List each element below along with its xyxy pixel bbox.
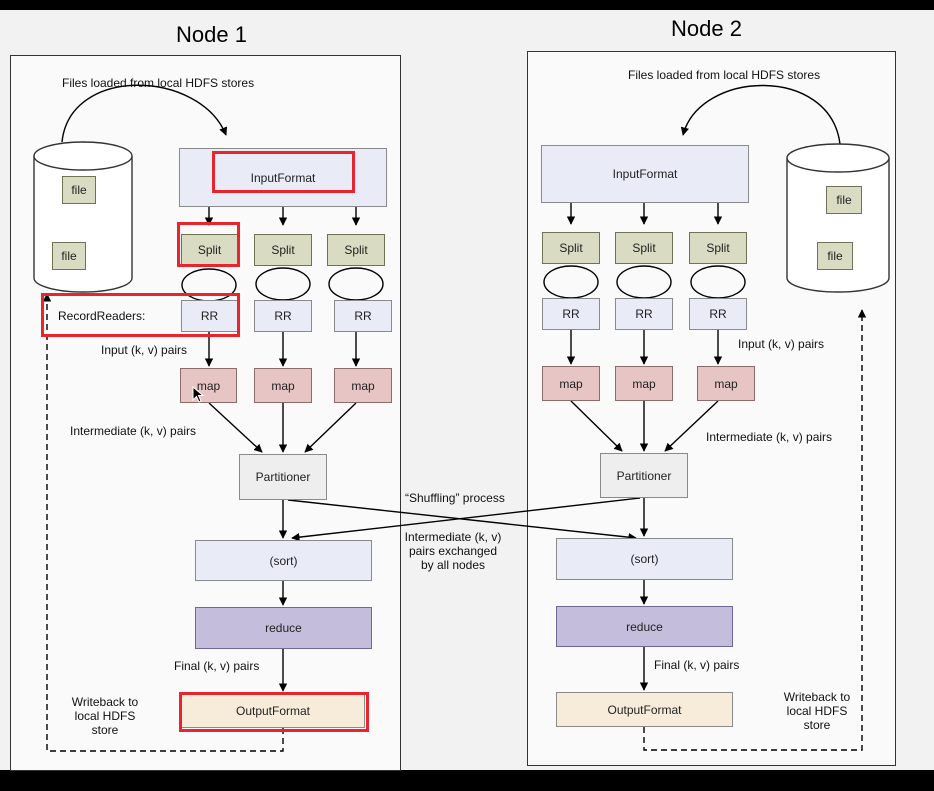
node1-final-pairs-label: Final (k, v) pairs: [174, 659, 260, 673]
node1-input-pairs-label: Input (k, v) pairs: [101, 343, 188, 357]
node2-load-arrow: [680, 84, 841, 145]
node1-record-readers-label: RecordReaders:: [58, 309, 146, 323]
node1-split-2: Split: [254, 234, 312, 266]
node2-partitioner: Partitioner: [600, 453, 688, 498]
node2-writeback-arrow: [643, 309, 867, 751]
connector-layer: [33, 84, 890, 752]
node1-partitioner: Partitioner: [239, 454, 327, 500]
node1-load-arrow: [61, 84, 228, 143]
mouse-cursor-icon: [192, 386, 205, 403]
diagram-canvas: Node 1 Files loaded from local HDFS stor…: [0, 10, 934, 771]
node2-files-caption: Files loaded from local HDFS stores: [628, 68, 821, 82]
shuffle-arrow-2-to-1: [291, 497, 641, 542]
node2-map-3: map: [697, 366, 755, 401]
node1-rr-3: RR: [334, 300, 392, 332]
node2-file-a: file: [826, 186, 862, 214]
node1-map-3: map: [334, 368, 392, 403]
highlight-split: [177, 222, 240, 267]
node2-split-1: Split: [542, 232, 600, 264]
node1-files-caption: Files loaded from local HDFS stores: [62, 76, 255, 90]
node2-title: Node 2: [671, 16, 742, 41]
node1-writeback-label: Writeback to local HDFS store: [71, 695, 139, 737]
node1-reduce: reduce: [195, 607, 372, 649]
node1-split-3: Split: [327, 234, 385, 266]
node1-map-2: map: [254, 368, 312, 403]
node1-file-a: file: [62, 176, 96, 204]
node2-final-pairs-label: Final (k, v) pairs: [654, 658, 740, 672]
shuffle-title: “Shuffling” process: [405, 491, 505, 505]
node2-rr-3: RR: [689, 298, 747, 330]
node1-split-1: Split: [181, 234, 238, 266]
highlight-record-readers: [41, 293, 240, 337]
node2-split-3: Split: [689, 232, 747, 264]
node2-split-2: Split: [615, 232, 673, 264]
highlight-output-format: [179, 692, 369, 732]
node2-map-2: map: [615, 366, 673, 401]
node2-sort: (sort): [556, 538, 733, 580]
node1-writeback-arrow: [42, 293, 284, 752]
node2-rr-2: RR: [615, 298, 673, 330]
node1-rr-1: RR: [181, 300, 238, 332]
shuffle-description: Intermediate (k, v) pairs exchanged by a…: [404, 530, 502, 572]
node1-rr-2: RR: [254, 300, 312, 332]
node1-map-1: map: [180, 368, 237, 403]
node2-file-b: file: [817, 242, 853, 270]
node2-hdfs-disk: [786, 143, 890, 293]
node2-input-pairs-label: Input (k, v) pairs: [738, 337, 825, 351]
node2-output-format: OutputFormat: [556, 692, 733, 727]
node2-map-1: map: [542, 366, 600, 401]
node2-input-format: InputFormat: [541, 145, 749, 203]
node2-intermediate-pairs-label: Intermediate (k, v) pairs: [706, 430, 833, 444]
highlight-input-format: [212, 151, 355, 193]
node1-intermediate-pairs-label: Intermediate (k, v) pairs: [70, 424, 197, 438]
node1-title: Node 1: [176, 22, 247, 47]
node1-sort: (sort): [195, 540, 372, 581]
node2-reduce: reduce: [556, 606, 733, 647]
node2-writeback-label: Writeback to local HDFS store: [783, 690, 851, 732]
node1-file-b: file: [52, 242, 86, 270]
node2-rr-1: RR: [542, 298, 600, 330]
